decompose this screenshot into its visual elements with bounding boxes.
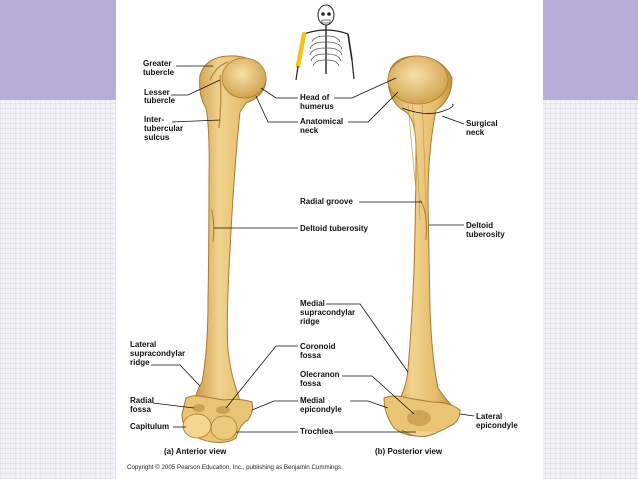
anterior-humerus xyxy=(181,55,267,443)
label-deltoid-tuberosity-posterior: Deltoid tuberosity xyxy=(429,221,505,239)
svg-text:Capitulum: Capitulum xyxy=(130,422,169,431)
label-lateral-supracondylar-ridge: Lateral supracondylar ridge xyxy=(130,340,201,387)
svg-text:Lesser: Lesser xyxy=(144,88,170,97)
svg-text:Coronoid: Coronoid xyxy=(300,342,336,351)
caption-anterior: (a) Anterior view xyxy=(164,447,227,456)
svg-text:tubercular: tubercular xyxy=(144,124,183,133)
svg-text:Radial groove: Radial groove xyxy=(300,197,353,206)
label-radial-groove: Radial groove xyxy=(300,197,422,206)
posterior-humerus xyxy=(383,55,461,437)
caption-posterior: (b) Posterior view xyxy=(375,447,443,456)
label-coronoid-fossa: Coronoid fossa xyxy=(225,342,336,409)
humerus-diagram: Greater tubercle Lesser tubercle Inter- … xyxy=(127,4,518,471)
svg-text:Inter-: Inter- xyxy=(144,115,164,124)
svg-text:tuberosity: tuberosity xyxy=(466,230,505,239)
svg-text:supracondylar: supracondylar xyxy=(130,349,185,358)
svg-text:Anatomical: Anatomical xyxy=(300,117,343,126)
svg-text:ridge: ridge xyxy=(300,317,320,326)
svg-text:epicondyle: epicondyle xyxy=(300,405,342,414)
svg-text:ridge: ridge xyxy=(130,358,150,367)
svg-text:Lateral: Lateral xyxy=(130,340,156,349)
svg-text:neck: neck xyxy=(466,128,485,137)
label-head-of-humerus: Head of humerus xyxy=(260,77,397,111)
svg-text:Deltoid tuberosity: Deltoid tuberosity xyxy=(300,224,369,233)
svg-text:Lateral: Lateral xyxy=(476,412,502,421)
svg-text:fossa: fossa xyxy=(300,351,321,360)
svg-text:tubercle: tubercle xyxy=(144,96,176,105)
label-greater-tubercle: Greater tubercle xyxy=(143,59,213,77)
svg-text:Head of: Head of xyxy=(300,93,330,102)
svg-text:tubercle: tubercle xyxy=(143,68,175,77)
label-trochlea: Trochlea xyxy=(236,427,416,436)
label-anatomical-neck: Anatomical neck xyxy=(255,91,399,135)
svg-text:neck: neck xyxy=(300,126,319,135)
svg-text:Medial: Medial xyxy=(300,396,325,405)
svg-text:Radial: Radial xyxy=(130,396,154,405)
label-olecranon-fossa: Olecranon fossa xyxy=(300,370,415,415)
svg-text:sulcus: sulcus xyxy=(144,133,170,142)
label-radial-fossa: Radial fossa xyxy=(130,396,195,414)
svg-text:Greater: Greater xyxy=(143,59,171,68)
label-medial-supracondylar-ridge: Medial supracondylar ridge xyxy=(300,299,409,373)
svg-text:Trochlea: Trochlea xyxy=(300,427,333,436)
svg-text:Medial: Medial xyxy=(300,299,325,308)
svg-text:supracondylar: supracondylar xyxy=(300,308,355,317)
skeleton-icon xyxy=(295,4,355,81)
svg-text:fossa: fossa xyxy=(300,379,321,388)
svg-text:Olecranon: Olecranon xyxy=(300,370,340,379)
label-deltoid-tuberosity-anterior: Deltoid tuberosity xyxy=(214,224,369,233)
svg-text:Surgical: Surgical xyxy=(466,119,498,128)
label-lateral-epicondyle: Lateral epicondyle xyxy=(459,412,518,430)
svg-text:epicondyle: epicondyle xyxy=(476,421,518,430)
copyright-text: Copyright © 2005 Pearson Education, Inc.… xyxy=(127,464,343,471)
svg-text:Deltoid: Deltoid xyxy=(466,221,493,230)
label-capitulum: Capitulum xyxy=(130,422,186,431)
svg-text:humerus: humerus xyxy=(300,102,334,111)
label-lesser-tubercle: Lesser tubercle xyxy=(144,79,221,105)
svg-text:fossa: fossa xyxy=(130,405,151,414)
label-intertubercular-sulcus: Inter- tubercular sulcus xyxy=(144,115,221,142)
label-surgical-neck: Surgical neck xyxy=(401,103,498,137)
label-medial-epicondyle: Medial epicondyle xyxy=(251,396,389,414)
